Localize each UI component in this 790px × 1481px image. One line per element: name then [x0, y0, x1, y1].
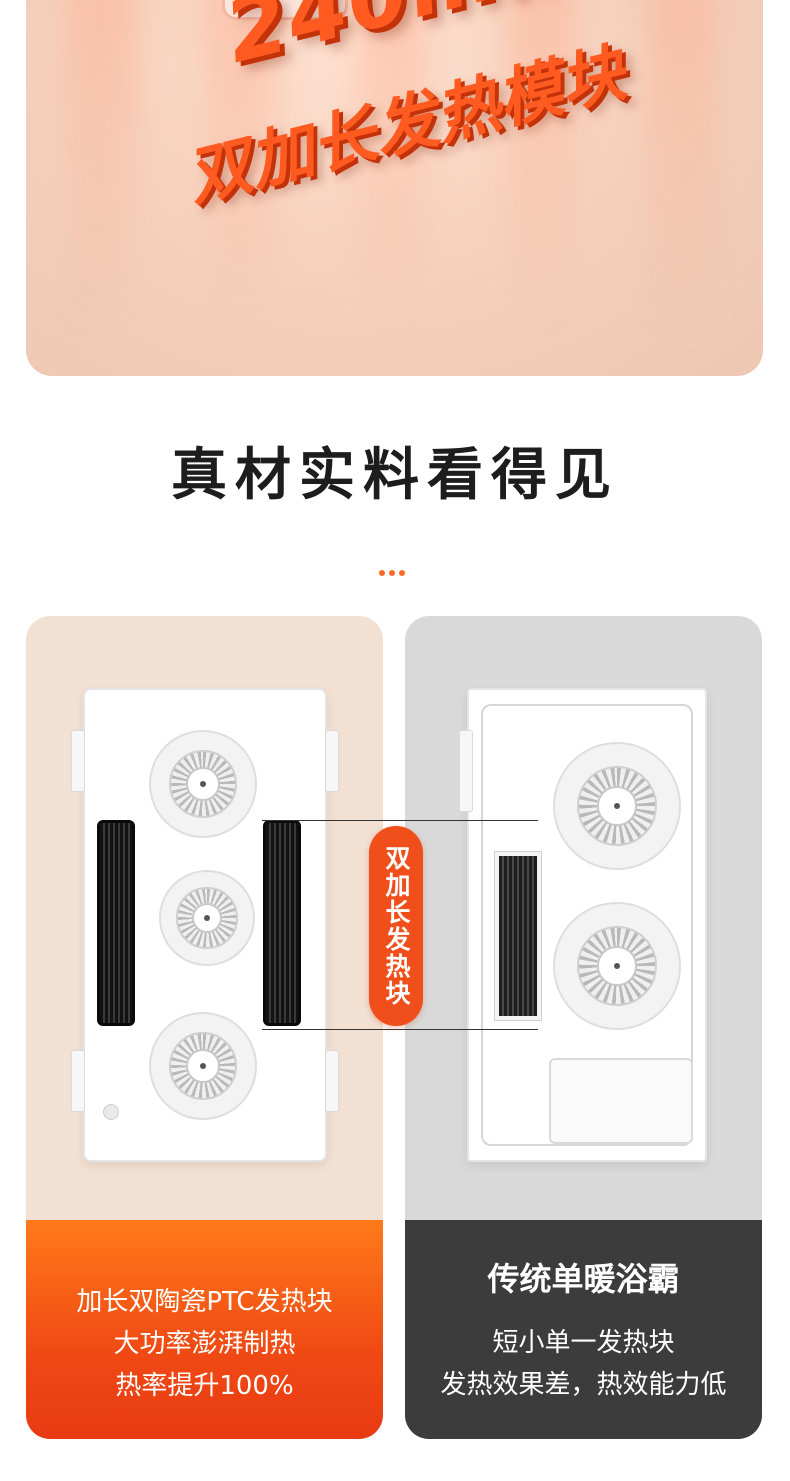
new-feature-line-1: 加长双陶瓷PTC发热块	[76, 1286, 333, 1317]
fan-upper	[553, 742, 681, 870]
new-feature-line-2: 大功率澎湃制热	[113, 1328, 296, 1359]
ptc-heater-right	[263, 820, 301, 1026]
dual-heater-bath-heater-image	[71, 688, 339, 1162]
light-ray	[506, 0, 576, 340]
fan-lower	[553, 902, 681, 1030]
new-card-footer: 加长双陶瓷PTC发热块 大功率澎湃制热 热率提升100%	[26, 1220, 383, 1439]
traditional-bath-heater-image	[459, 688, 707, 1162]
mount-clip	[71, 730, 85, 792]
fan-top	[149, 730, 257, 838]
light-ray	[646, 0, 716, 340]
traditional-heading: 传统单暖浴霸	[487, 1259, 680, 1298]
mount-clip	[71, 1050, 85, 1112]
light-ray	[66, 0, 136, 340]
new-feature-line-3: 热率提升100%	[115, 1370, 294, 1401]
device-inner-frame	[481, 704, 693, 1146]
hero-banner: 240mm 双加长发热模块	[26, 0, 763, 376]
fan-bottom	[149, 1012, 257, 1120]
ptc-heater-left	[97, 820, 135, 1026]
mount-clip	[325, 1050, 339, 1112]
section-title: 真材实料看得见	[171, 443, 619, 508]
callout-label: 双加长发热块	[382, 845, 411, 1007]
fan-middle	[159, 870, 255, 966]
light-ray	[206, 0, 276, 340]
hero-decor-card	[222, 0, 348, 20]
callout-pill: 双加长发热块	[369, 826, 423, 1026]
single-heater-block	[494, 851, 542, 1021]
traditional-line-2: 发热效果差，热效能力低	[440, 1369, 727, 1400]
mount-clip	[325, 730, 339, 792]
comparison-card-new: 加长双陶瓷PTC发热块 大功率澎湃制热 热率提升100%	[26, 616, 383, 1439]
indicator-light	[103, 1104, 119, 1120]
comparison-card-traditional: 传统单暖浴霸 短小单一发热块 发热效果差，热效能力低	[405, 616, 762, 1439]
light-ray	[356, 0, 426, 340]
traditional-card-footer: 传统单暖浴霸 短小单一发热块 发热效果差，热效能力低	[405, 1220, 762, 1439]
title-dots-divider	[379, 570, 405, 576]
control-box	[549, 1058, 693, 1144]
traditional-line-1: 短小单一发热块	[492, 1327, 675, 1358]
mount-clip	[459, 730, 473, 812]
